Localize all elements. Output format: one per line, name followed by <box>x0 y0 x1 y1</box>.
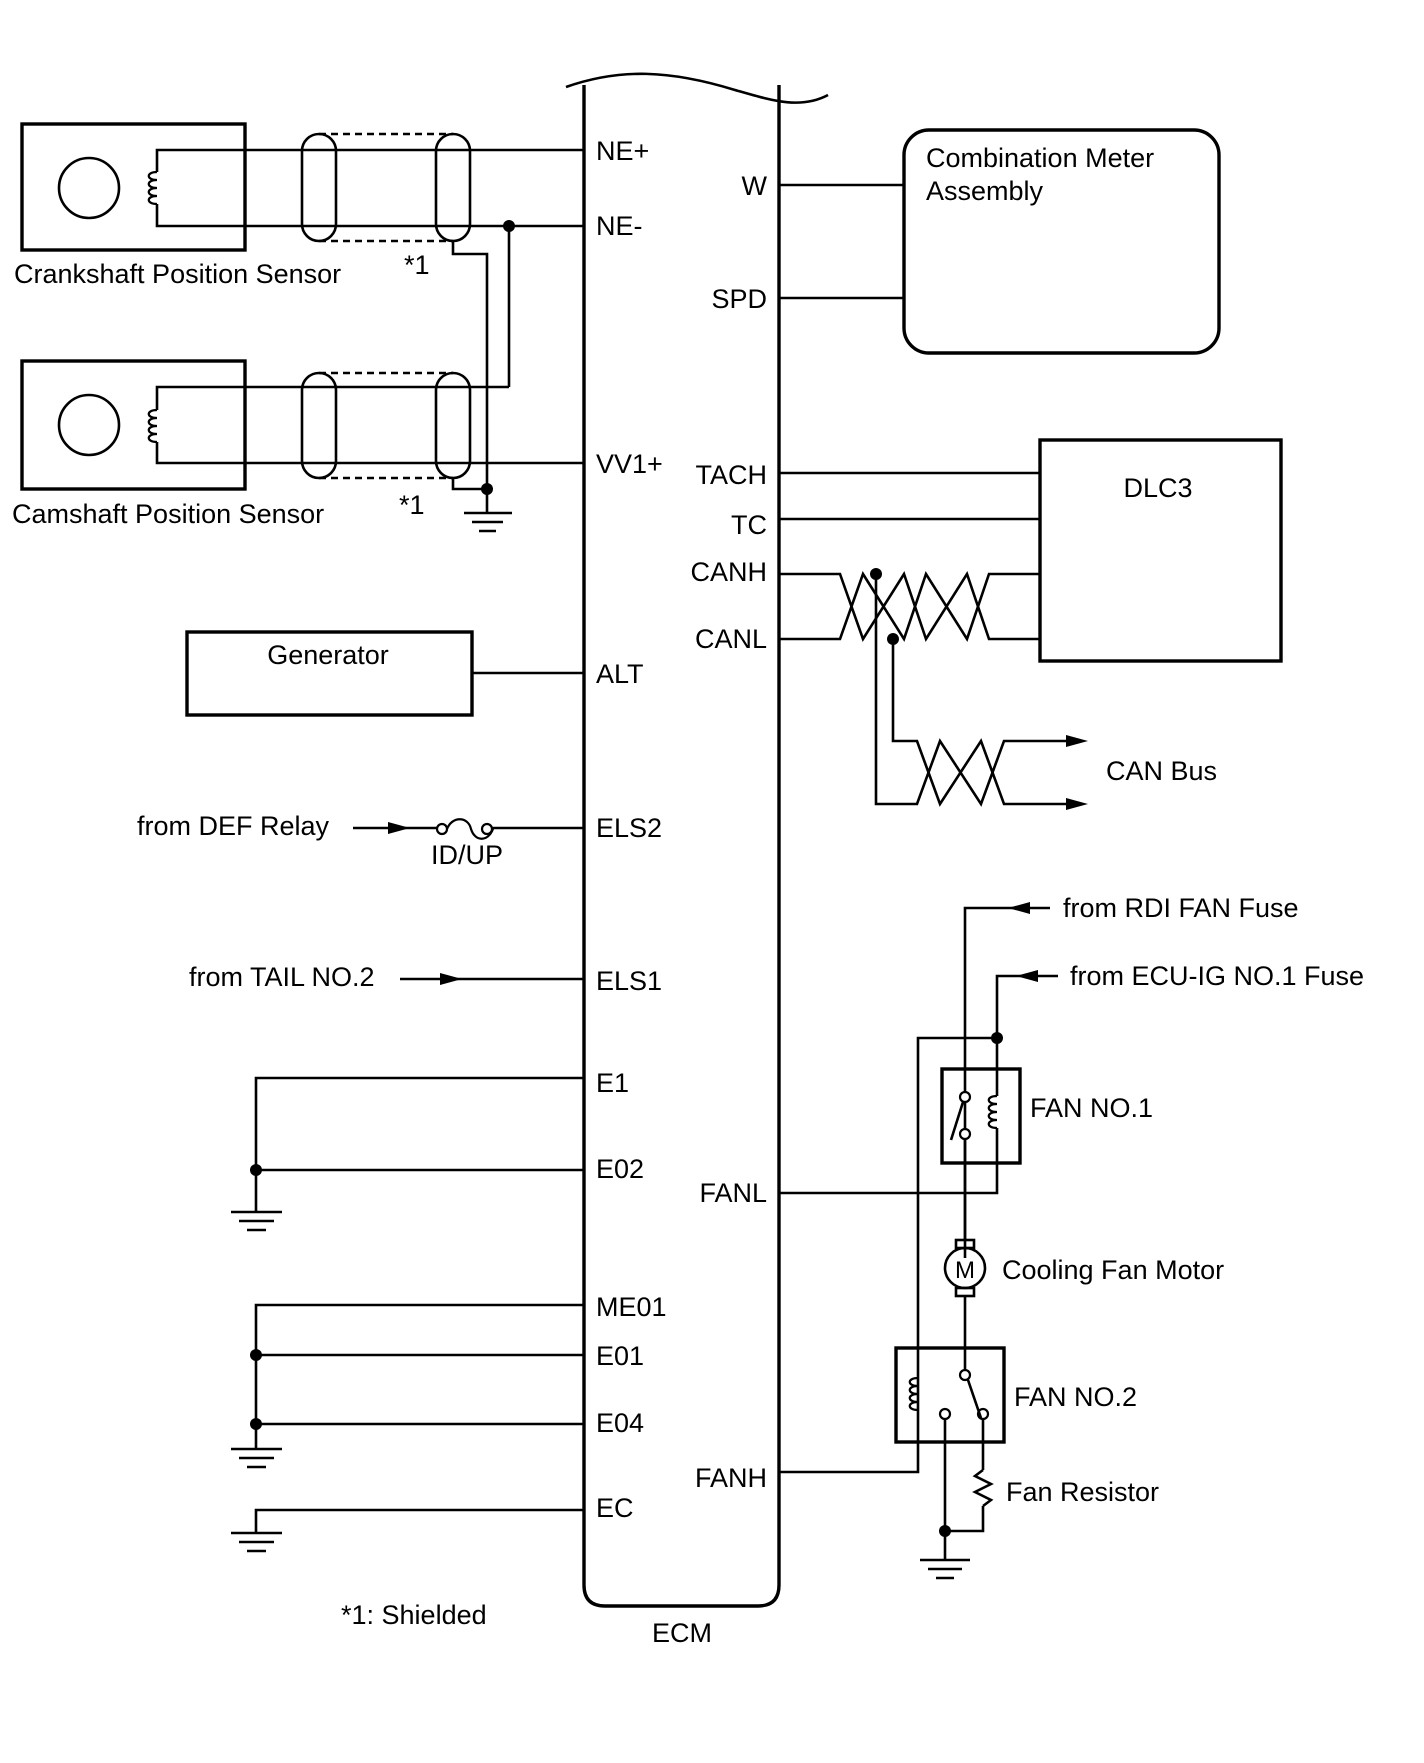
from-def-relay-label: from DEF Relay <box>137 811 330 841</box>
ground-icon <box>231 1531 282 1553</box>
ground-icon <box>231 1210 282 1232</box>
relay-switch-icon <box>949 1101 965 1141</box>
ec-ground <box>231 1508 584 1553</box>
crankshaft-sensor-label: Crankshaft Position Sensor <box>14 259 341 289</box>
ecm-block: ECM <box>565 72 829 1648</box>
fuse-icon <box>435 818 495 840</box>
pin-e02: E02 <box>596 1154 644 1184</box>
fan-no2-relay: FAN NO.2 <box>894 1346 1137 1444</box>
pin-els2: ELS2 <box>596 813 662 843</box>
pin-fanl: FANL <box>699 1178 767 1208</box>
relay-coil-icon <box>908 1376 919 1412</box>
shield-mark: *1 <box>404 250 430 280</box>
can-twisted-pair: CAN Bus <box>779 568 1217 810</box>
from-tail-no2-label: from TAIL NO.2 <box>189 962 375 992</box>
dlc3: DLC3 <box>779 438 1283 663</box>
generator: Generator <box>185 630 584 717</box>
arrow-left-icon <box>1008 902 1030 914</box>
camshaft-sensor-label: Camshaft Position Sensor <box>12 499 324 529</box>
ground-icon <box>464 511 512 533</box>
shield-mark: *1 <box>399 490 425 520</box>
fan-no1-relay: FAN NO.1 <box>779 1038 1153 1195</box>
arrow-right-icon <box>1066 735 1088 747</box>
sensor-rotor-icon <box>57 393 121 457</box>
camshaft-position-sensor: Camshaft Position Sensor <box>12 359 324 529</box>
generator-label: Generator <box>267 640 389 670</box>
from-ecu-ig-fuse-label: from ECU-IG NO.1 Fuse <box>1070 961 1364 991</box>
combination-meter-assembly: Combination Meter Assembly <box>779 128 1221 355</box>
resistor-icon <box>972 1468 994 1508</box>
sensor-coil-icon <box>147 170 158 206</box>
from-rdi-fan-fuse-label: from RDI FAN Fuse <box>1063 893 1299 923</box>
crankshaft-position-sensor: Crankshaft Position Sensor <box>14 122 341 289</box>
me01-e01-e04-ground <box>231 1303 584 1469</box>
ground-icon <box>231 1447 282 1469</box>
ecm-left-pins: NE+ NE- VV1+ ALT ELS2 ELS1 E1 E02 ME01 E… <box>596 136 667 1523</box>
fan-no1-label: FAN NO.1 <box>1030 1093 1153 1123</box>
ecm-label: ECM <box>652 1618 712 1648</box>
pin-canl: CANL <box>695 624 767 654</box>
pin-tc: TC <box>731 510 767 540</box>
pin-ne-minus: NE- <box>596 211 643 241</box>
pin-e01: E01 <box>596 1341 644 1371</box>
sensor-coil-icon <box>147 408 158 444</box>
fan-no2-label: FAN NO.2 <box>1014 1382 1137 1412</box>
pin-els1: ELS1 <box>596 966 662 996</box>
arrow-left-icon <box>1016 970 1038 982</box>
pin-e04: E04 <box>596 1408 644 1438</box>
relay-coil-icon <box>987 1094 998 1130</box>
arrow-right-icon <box>388 822 410 834</box>
pin-ec: EC <box>596 1493 634 1523</box>
pin-canh: CANH <box>690 557 767 587</box>
cooling-fan-motor-label: Cooling Fan Motor <box>1002 1255 1224 1285</box>
pin-alt: ALT <box>596 659 644 689</box>
cooling-fan-motor: M Cooling Fan Motor <box>943 1139 1224 1378</box>
arrow-right-icon <box>440 973 462 985</box>
pin-fanh: FANH <box>695 1463 767 1493</box>
motor-symbol: M <box>955 1257 975 1284</box>
sensor-rotor-icon <box>57 156 121 220</box>
combination-meter-label: Combination Meter Assembly <box>926 143 1155 206</box>
fan-resistor-circuit: Fan Resistor <box>920 1419 1159 1580</box>
ground-icon <box>920 1558 970 1580</box>
can-bus-label: CAN Bus <box>1106 756 1217 786</box>
pin-w: W <box>742 171 768 201</box>
arrow-right-icon <box>1066 798 1088 810</box>
pin-spd: SPD <box>711 284 767 314</box>
fan-resistor-label: Fan Resistor <box>1006 1477 1159 1507</box>
pin-e1: E1 <box>596 1068 629 1098</box>
fuse-id-up-label: ID/UP <box>431 840 503 870</box>
pin-ne-plus: NE+ <box>596 136 649 166</box>
pin-tach: TACH <box>696 460 768 490</box>
dlc3-label: DLC3 <box>1123 473 1192 503</box>
els1-input: from TAIL NO.2 <box>189 962 584 992</box>
e1-e02-ground <box>231 1076 584 1232</box>
pin-vv1-plus: VV1+ <box>596 449 663 479</box>
els2-input: from DEF Relay ID/UP <box>137 811 584 870</box>
pin-me01: ME01 <box>596 1292 667 1322</box>
ecm-right-pins: W SPD TACH TC CANH CANL FANL FANH <box>690 171 767 1493</box>
footnote-shielded: *1: Shielded <box>341 1600 487 1630</box>
relay-switch-icon <box>966 1379 983 1419</box>
shield-drain-wiring <box>451 220 515 533</box>
camshaft-shielded-wires: *1 <box>245 371 584 520</box>
